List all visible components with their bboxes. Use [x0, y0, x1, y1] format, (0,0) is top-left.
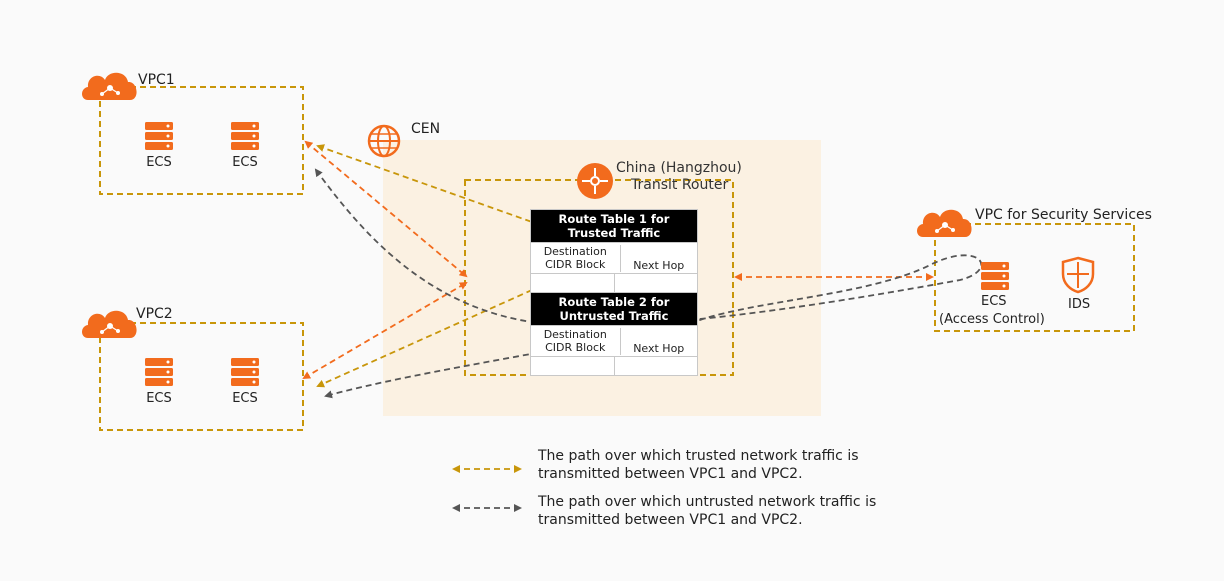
legend-untrusted-text: The path over which untrusted network tr…: [538, 494, 877, 528]
route-table-1-title: Route Table 1 for Trusted Traffic: [531, 210, 697, 242]
route-table-1-col-next-hop: Next Hop: [619, 244, 698, 272]
route-table-2-empty-row: [531, 356, 697, 375]
security-vpc-label: VPC for Security Services: [975, 207, 1152, 223]
route-table-2-col-next-hop: Next Hop: [619, 327, 698, 355]
trusted-path-return: [316, 289, 533, 388]
legend-trusted-text: The path over which trusted network traf…: [538, 448, 859, 482]
vpc2-box: [99, 322, 304, 431]
ecs-server-icon: [231, 122, 259, 150]
ecs-server-icon: [145, 358, 173, 386]
security-ecs-sublabel: (Access Control): [939, 312, 1045, 327]
vpc1-box: [99, 86, 304, 195]
route-table-2-title: Route Table 2 for Untrusted Traffic: [531, 293, 697, 325]
route-table-2-col-destination: Destination CIDR Block: [543, 328, 607, 354]
security-vpc-cloud-icon: [917, 209, 972, 237]
vpc1-router-link: [304, 140, 468, 278]
trusted-path: [316, 144, 533, 223]
cen-globe-icon: [367, 124, 401, 158]
vpc2-ecs-label: ECS: [146, 391, 172, 406]
vpc2-cloud-icon: [82, 310, 137, 338]
transit-router-icon: [577, 163, 613, 199]
vpc1-cloud-icon: [82, 72, 137, 100]
route-table-1: Route Table 1 for Trusted Traffic Destin…: [530, 209, 698, 293]
vpc2-ecs-label: ECS: [232, 391, 258, 406]
ids-label: IDS: [1068, 297, 1091, 312]
security-ecs-label: ECS: [981, 294, 1007, 309]
vpc1-ecs-label: ECS: [146, 155, 172, 170]
ecs-server-icon: [981, 262, 1009, 290]
security-vpc-box: [934, 223, 1135, 332]
route-table-2: Route Table 2 for Untrusted Traffic Dest…: [530, 292, 698, 376]
vpc1-label: VPC1: [138, 72, 175, 88]
cen-label: CEN: [411, 121, 441, 137]
transit-router-region: China (Hangzhou): [616, 160, 742, 176]
ids-shield-icon: [1061, 256, 1095, 294]
route-table-1-empty-row: [531, 273, 697, 292]
ecs-server-icon: [145, 122, 173, 150]
transit-router-title: Transit Router: [631, 177, 729, 193]
route-table-1-col-destination: Destination CIDR Block: [543, 245, 607, 271]
vpc2-label: VPC2: [136, 306, 173, 322]
ecs-server-icon: [231, 358, 259, 386]
vpc1-ecs-label: ECS: [232, 155, 258, 170]
